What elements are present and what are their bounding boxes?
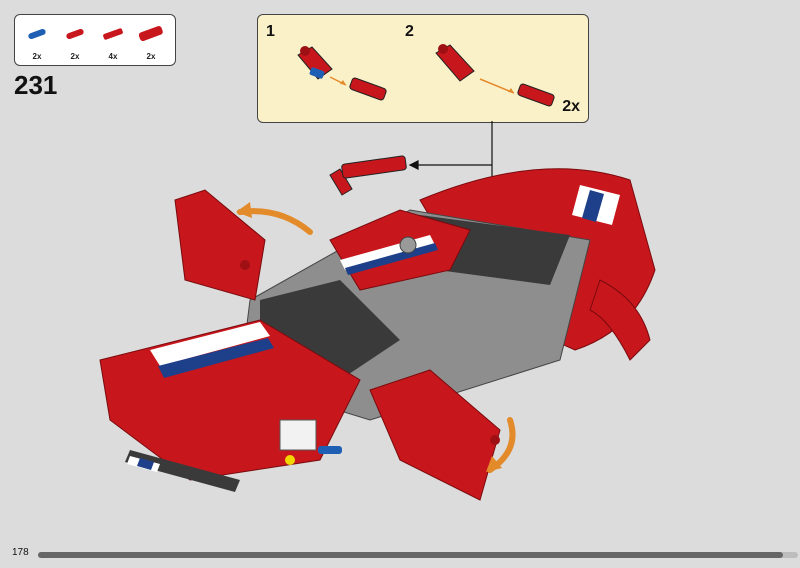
parts-qty: 2x — [70, 52, 80, 61]
page-number: 178 — [12, 547, 29, 558]
parts-list-item: 4x — [97, 21, 129, 61]
sub-assembly-illustration — [297, 44, 555, 107]
parts-qty: 4x — [108, 52, 118, 61]
progress-bar — [38, 552, 798, 558]
red-axle-pin-icon — [103, 28, 123, 40]
parts-list-item: 2x — [59, 21, 91, 61]
arrow-heads — [236, 202, 502, 472]
parts-qty: 2x — [146, 52, 156, 61]
parts-list-item: 2x — [135, 21, 167, 61]
sub-step-1-parts-icon — [297, 46, 387, 101]
cockpit — [329, 209, 471, 291]
page-footer: 178 — [0, 544, 800, 568]
sub-step-2-parts-icon — [435, 44, 555, 107]
sub-step-1-number: 1 — [266, 23, 275, 40]
parts-qty: 2x — [32, 52, 42, 61]
parts-list: 2x 2x 4x 2x — [14, 14, 176, 66]
red-pin-icon — [66, 28, 84, 40]
progress-fill — [38, 552, 783, 558]
step-number: 231 — [14, 70, 58, 100]
sub-assembly-callout: 1 2 2x — [257, 14, 589, 123]
sub-step-2-number: 2 — [405, 23, 414, 40]
parts-list-item: 2x — [21, 21, 53, 61]
engine-detail — [279, 419, 342, 465]
sub-assembly-qty: 2x — [562, 98, 580, 115]
red-connector-icon — [138, 26, 163, 42]
left-door — [174, 189, 266, 301]
right-door — [369, 369, 501, 501]
blue-pin-icon — [28, 28, 46, 40]
loose-axle-piece — [329, 155, 407, 196]
